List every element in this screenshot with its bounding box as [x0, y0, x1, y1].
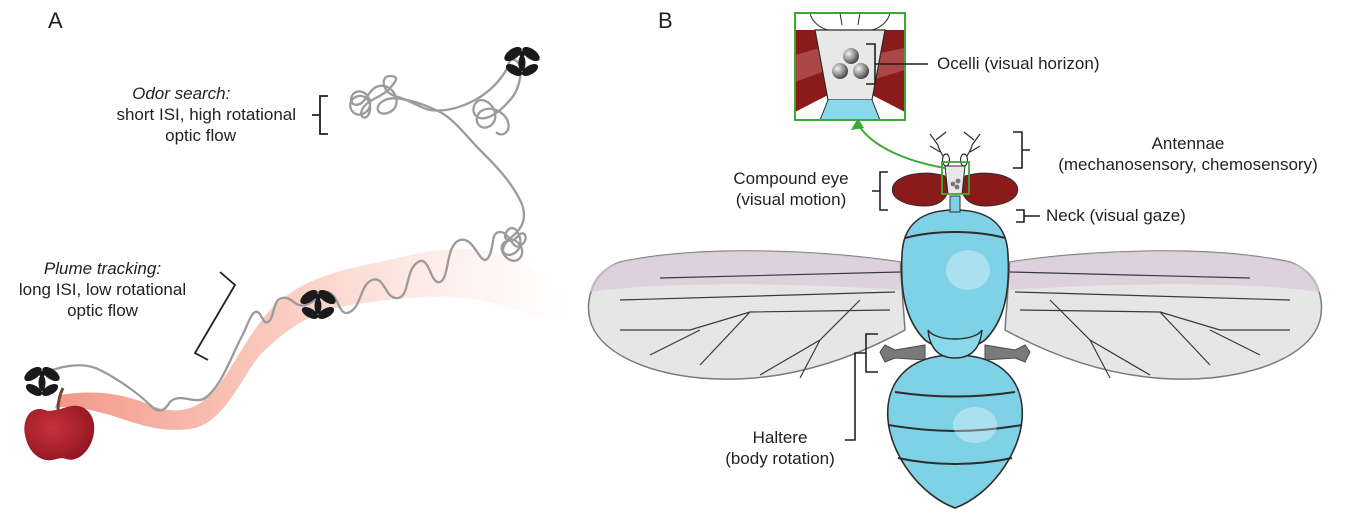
odor-search-bracket — [312, 96, 328, 134]
ocelli-inset — [795, 13, 905, 120]
neck-bracket — [1016, 210, 1040, 222]
compound-eye-title: Compound eye — [716, 168, 866, 189]
right-wing — [1005, 251, 1321, 379]
zoom-arrow — [858, 124, 945, 168]
panel-a-diagram — [22, 44, 575, 460]
fly-anatomy-diagram — [589, 13, 1322, 508]
plume-tracking-label: Plume tracking: long ISI, low rotational… — [0, 258, 205, 321]
left-wing — [589, 251, 905, 379]
compound-eye-desc: (visual motion) — [716, 189, 866, 210]
haltere-title: Haltere — [715, 427, 845, 448]
antennae-desc: (mechanosensory, chemosensory) — [1038, 154, 1338, 175]
odor-search-desc-2: optic flow — [116, 125, 236, 146]
fly-odor-search — [502, 44, 542, 78]
haltere-label: Haltere (body rotation) — [715, 427, 845, 469]
antennae-title: Antennae — [1038, 133, 1338, 154]
haltere-desc: (body rotation) — [715, 448, 845, 469]
antennae-bracket — [1013, 132, 1030, 168]
antennae — [930, 132, 980, 166]
ocellus-right — [853, 63, 869, 79]
compound-eye-label: Compound eye (visual motion) — [716, 168, 866, 210]
plume-tracking-title: Plume tracking: — [0, 258, 205, 279]
odor-search-desc-1: short ISI, high rotational — [116, 104, 296, 125]
panel-b-letter: B — [658, 8, 673, 34]
odor-search-label: Odor search: short ISI, high rotational … — [116, 83, 296, 146]
ocellus-top — [843, 48, 859, 64]
ocellus-left — [832, 63, 848, 79]
panel-a-letter: A — [48, 8, 63, 34]
compound-eye-right — [962, 173, 1018, 206]
antennae-label: Antennae (mechanosensory, chemosensory) — [1038, 133, 1338, 175]
compound-eye-bracket — [872, 172, 888, 210]
compound-eye-left — [892, 173, 948, 206]
odor-search-title: Odor search: — [116, 83, 246, 104]
neck-label: Neck (visual gaze) — [1046, 205, 1186, 226]
ocelli-label: Ocelli (visual horizon) — [937, 53, 1100, 74]
neck — [950, 196, 960, 212]
plume-tracking-desc-1: long ISI, low rotational — [0, 279, 205, 300]
plume-tracking-desc-2: optic flow — [0, 300, 205, 321]
